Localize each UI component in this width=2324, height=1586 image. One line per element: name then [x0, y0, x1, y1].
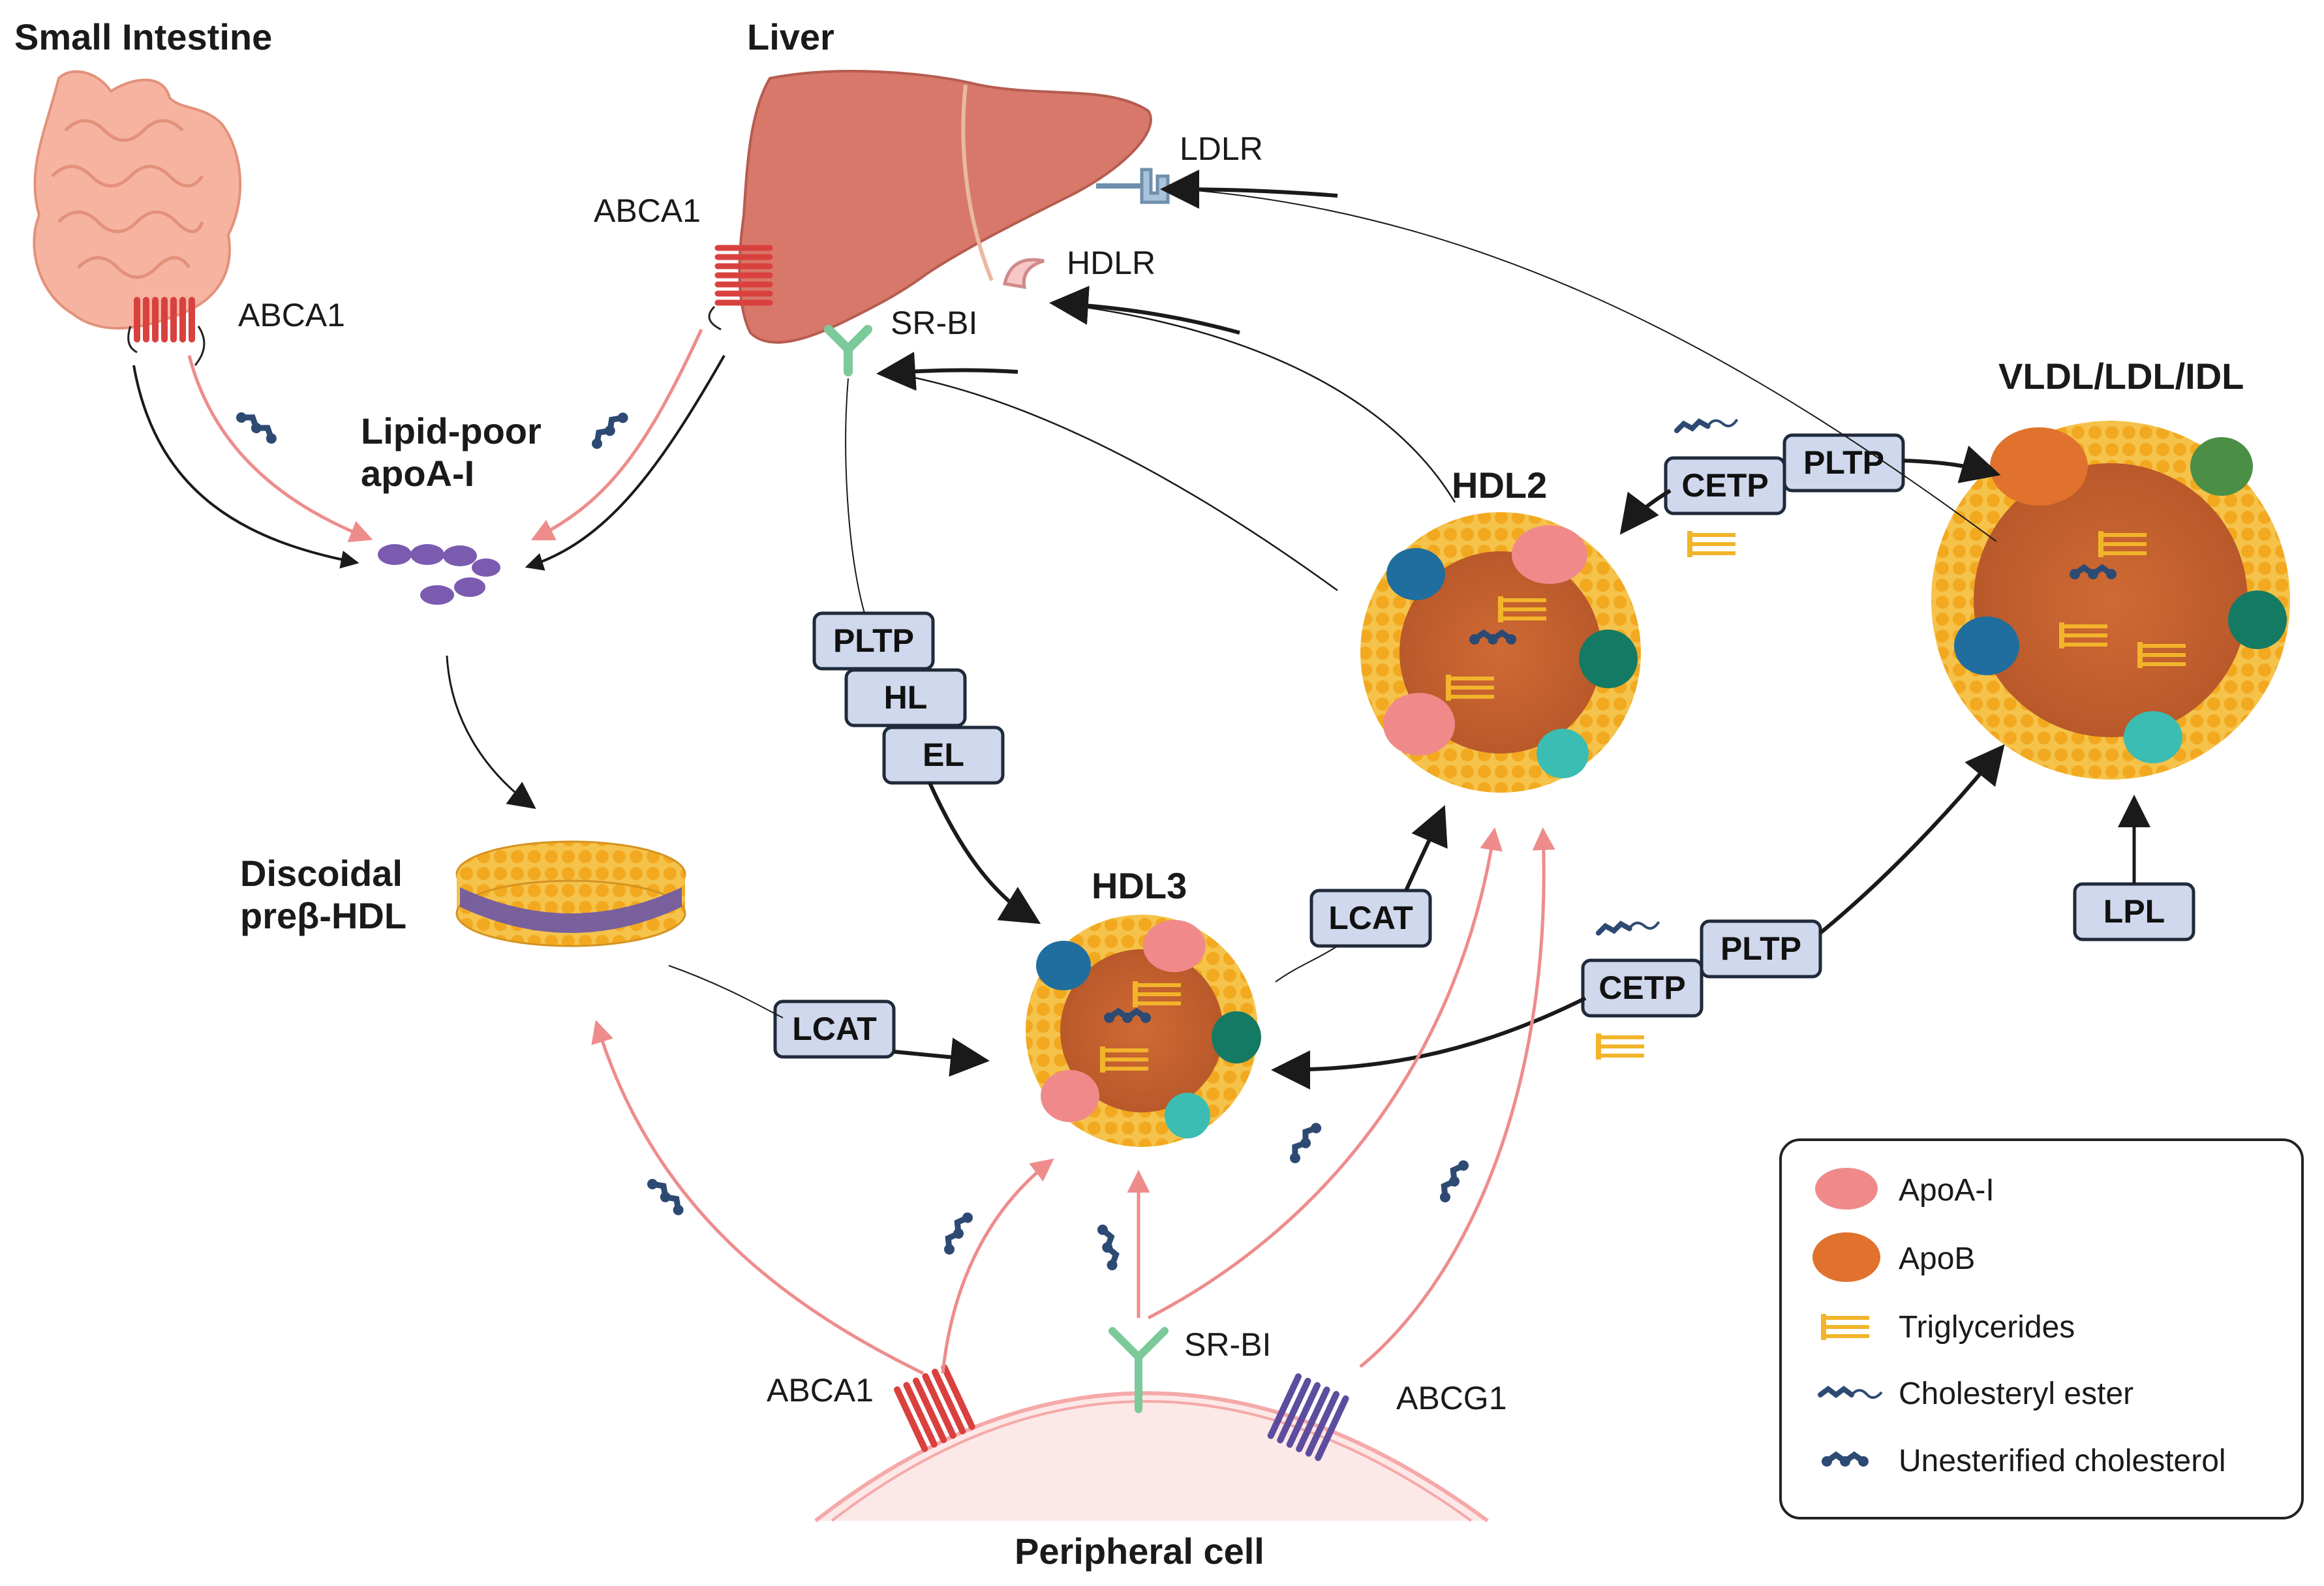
discoidal-label-line2: preβ-HDL [240, 895, 406, 936]
srbi-cell-label: SR-BI [1184, 1326, 1271, 1363]
el-label: EL [923, 737, 964, 773]
pltp-top-label: PLTP [1803, 444, 1884, 481]
hdl3-label: HDL3 [1092, 865, 1187, 906]
legend-item-apoa1: ApoA-I [1815, 1168, 1995, 1210]
legend-item-apob: ApoB [1812, 1232, 1975, 1282]
apob-icon [1812, 1232, 1880, 1282]
lipid-poor-apoa1-label-line1: Lipid-poor [361, 410, 542, 451]
srbi-liver-receptor-icon [824, 325, 872, 376]
legend-cholesteryl-ester-label: Cholesteryl ester [1899, 1377, 2133, 1411]
triglyceride-icon [1824, 1314, 1869, 1340]
abca1-liver-label: ABCA1 [594, 192, 701, 229]
abca1-cell-transporter [894, 1364, 975, 1452]
lpl-label: LPL [2103, 893, 2165, 930]
lcat-discoidal-box: LCAT [773, 999, 896, 1059]
hdl2-particle [1360, 512, 1641, 793]
cetp-top-box: CETP [1664, 456, 1786, 515]
hdl2-label: HDL2 [1452, 465, 1547, 506]
lipid-poor-apoa1-label-line2: apoA-I [361, 453, 474, 494]
cetp-mid-label: CETP [1598, 969, 1685, 1006]
hdl3-particle [1026, 915, 1261, 1147]
liver-label: Liver [747, 16, 834, 57]
hdlr-label: HDLR [1067, 245, 1155, 281]
hl-label: HL [884, 679, 928, 716]
legend-triglycerides-label: Triglycerides [1899, 1310, 2075, 1345]
vldl-ldl-idl-label: VLDL/LDL/IDL [1998, 356, 2244, 397]
legend-unesterified-cholesterol-label: Unesterified cholesterol [1899, 1444, 2226, 1478]
abca1-intestine-label: ABCA1 [238, 297, 345, 333]
pltp-mid-label: PLTP [1720, 930, 1801, 967]
abcg1-cell-transporter [1267, 1373, 1349, 1461]
legend-item-triglycerides: Triglycerides [1824, 1310, 2075, 1345]
hl-box: HL [844, 668, 967, 727]
legend: ApoA-I ApoB Triglycerides Cholesteryl es… [1779, 1138, 2304, 1519]
abcg1-cell-label: ABCG1 [1396, 1380, 1507, 1416]
pltp-left-box: PLTP [812, 611, 935, 671]
unesterified-cholesterol-icon [1822, 1455, 1869, 1467]
abca1-intestine-transporter [127, 297, 206, 366]
cetp-top-label: CETP [1681, 467, 1768, 504]
cetp-mid-box: CETP [1581, 958, 1704, 1018]
peripheral-cell-label: Peripheral cell [1015, 1531, 1264, 1572]
discoidal-prebeta-hdl-icon [455, 840, 686, 947]
abca1-liver-transporter [708, 245, 773, 331]
legend-apob-label: ApoB [1899, 1242, 1975, 1276]
srbi-cell-receptor-icon [1108, 1327, 1169, 1413]
lcat-hdl3-label: LCAT [1328, 900, 1413, 936]
legend-item-cholesteryl-ester: Cholesteryl ester [1820, 1377, 2133, 1411]
hdlr-receptor-icon [1002, 258, 1045, 290]
small-intestine-label: Small Intestine [14, 16, 272, 57]
lpl-box: LPL [2073, 882, 2195, 941]
lcat-hdl3-box: LCAT [1309, 889, 1432, 948]
lcat-discoidal-label: LCAT [792, 1011, 877, 1047]
flow-arrows [132, 170, 2150, 1375]
lipid-poor-apoa1-icon [378, 544, 500, 605]
liver-illustration [738, 70, 1152, 344]
pltp-left-label: PLTP [833, 622, 914, 659]
legend-item-unesterified-cholesterol: Unesterified cholesterol [1822, 1444, 2226, 1478]
srbi-liver-label: SR-BI [891, 305, 977, 341]
pltp-top-box: PLTP [1782, 433, 1905, 493]
vldl-ldl-idl-particle [1931, 421, 2290, 780]
ldlr-label: LDLR [1180, 130, 1263, 167]
small-intestine-illustration [33, 70, 242, 330]
discoidal-label-line1: Discoidal [240, 853, 403, 894]
legend-apoa1-label: ApoA-I [1899, 1173, 1995, 1208]
apoa1-icon [1815, 1168, 1878, 1210]
pltp-mid-box: PLTP [1700, 919, 1822, 979]
el-box: EL [882, 725, 1005, 785]
abca1-cell-label: ABCA1 [767, 1372, 874, 1409]
peripheral-cell-membrane [814, 1391, 1489, 1523]
